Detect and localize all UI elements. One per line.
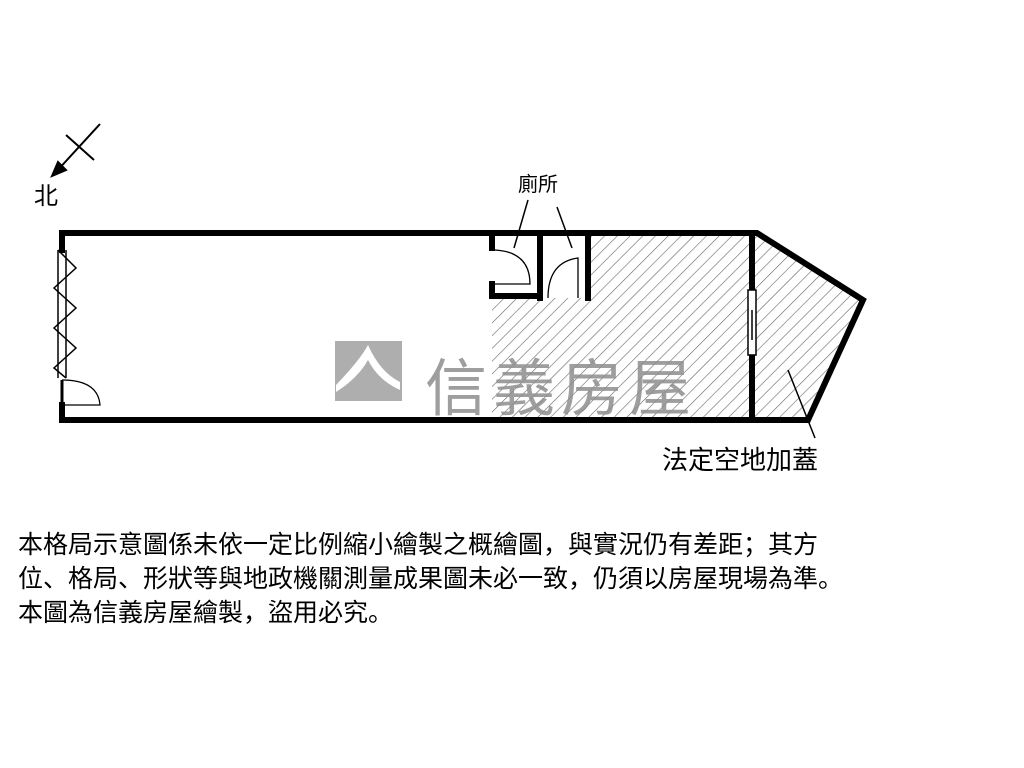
toilet-label: 廁所 <box>518 172 558 196</box>
window-left <box>52 249 78 379</box>
watermark-brand: 信義房屋 <box>425 352 698 425</box>
legal-open-space-addon-area <box>492 235 863 418</box>
doors <box>60 249 579 406</box>
toilet-leader-lines <box>513 199 573 249</box>
disclaimer-line: 本圖為信義房屋繪製，盜用必究。 <box>18 598 394 627</box>
walls <box>59 230 867 423</box>
watermark-logo <box>335 341 402 401</box>
window-right <box>747 289 757 356</box>
addon-label: 法定空地加蓋 <box>662 446 819 476</box>
disclaimer-line: 本格局示意圖係未依一定比例縮小繪製之概繪圖，與實況仍有差距；其方 <box>18 530 819 559</box>
disclaimer: 本格局示意圖係未依一定比例縮小繪製之概繪圖，與實況仍有差距；其方 位、格局、形狀… <box>18 528 843 630</box>
disclaimer-line: 位、格局、形狀等與地政機關測量成果圖未必一致，仍須以房屋現場為準。 <box>18 564 844 593</box>
north-label: 北 <box>34 182 58 210</box>
addon-leader-line <box>787 369 816 439</box>
north-arrow-icon <box>50 123 101 178</box>
